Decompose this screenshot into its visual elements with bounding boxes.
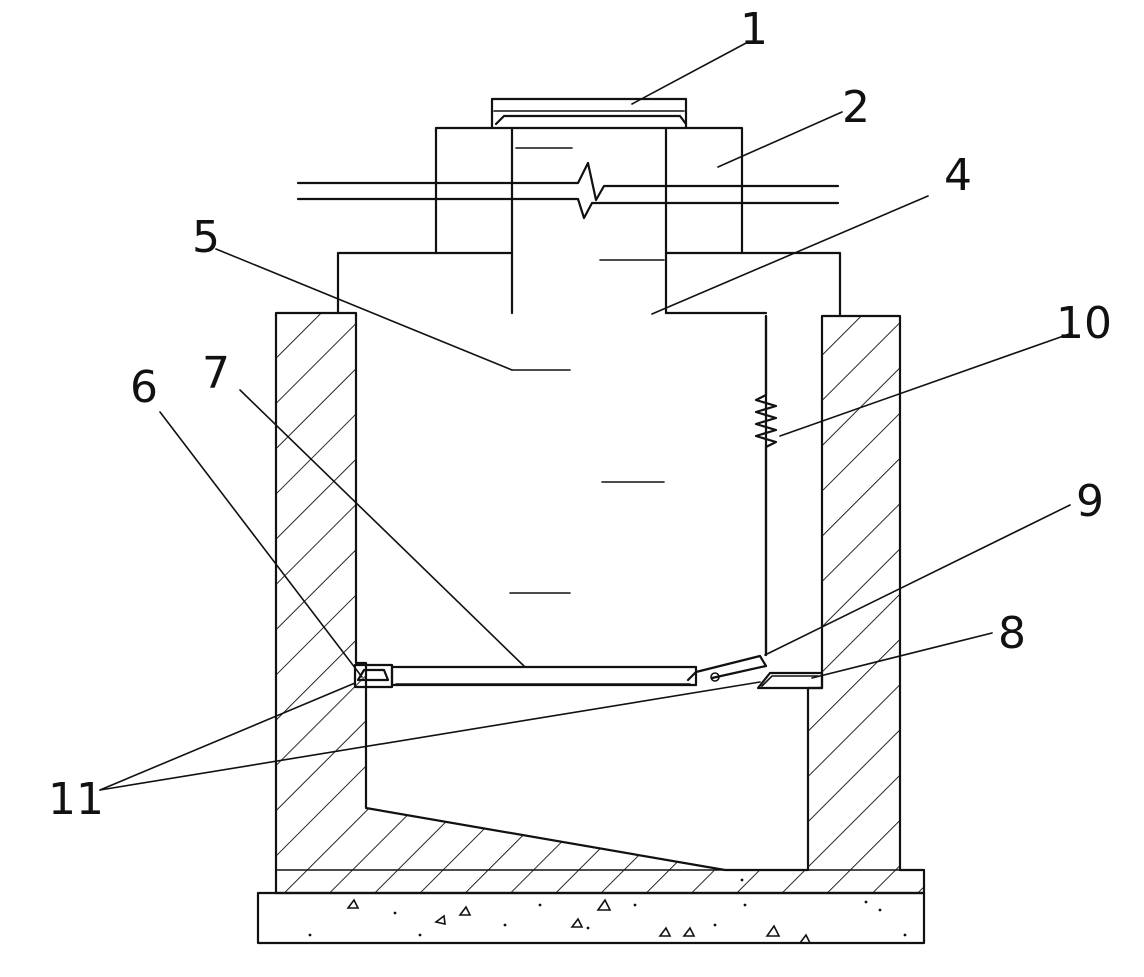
manhole-cover [490,97,688,130]
chamber-wall [274,311,926,895]
callout-1: 1 [740,4,768,55]
upper-frame [434,126,744,255]
callouts: 1 2 4 5 6 7 8 9 10 11 [48,4,1112,825]
callout-4: 4 [944,150,972,201]
callout-10: 10 [1056,298,1112,349]
callout-8: 8 [998,608,1026,659]
callout-5: 5 [192,212,220,263]
well-neck [336,251,842,318]
callout-7: 7 [202,348,230,399]
road-pipe [296,161,840,220]
callout-9: 9 [1076,476,1104,527]
callout-6: 6 [130,362,158,413]
leader-lines [99,41,1073,791]
level-marks [509,369,665,594]
gate-plate [353,654,824,690]
spring [754,314,778,657]
callout-2: 2 [842,82,870,133]
callout-11: 11 [48,774,104,825]
